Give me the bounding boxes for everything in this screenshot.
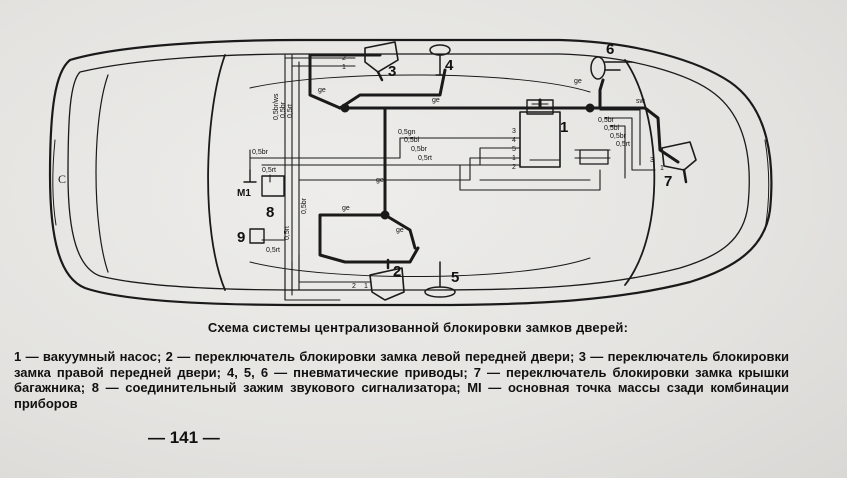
wire-label-br: 0,5br bbox=[610, 133, 627, 140]
component-number-6: 6 bbox=[606, 41, 614, 58]
switch-2-shape bbox=[369, 258, 405, 301]
wire-label-sw: sw bbox=[636, 98, 646, 105]
pin-label: 3 bbox=[512, 128, 516, 135]
pin-label: 3 bbox=[650, 157, 654, 164]
bumper-rear bbox=[764, 139, 770, 231]
component-number-2: 2 bbox=[393, 263, 401, 280]
roof-line bbox=[249, 74, 591, 93]
switch-3-shape bbox=[364, 41, 399, 82]
wire-label-br: 0,5br bbox=[301, 197, 308, 214]
vacuum-pump-box bbox=[519, 111, 561, 168]
wire-label-rt: 0,5rt bbox=[418, 155, 432, 162]
windshield-line bbox=[207, 54, 226, 291]
wire-label-ge: ge bbox=[396, 227, 404, 234]
actuator-4-shape bbox=[429, 44, 451, 76]
wire-label-gn: 0,5gn bbox=[398, 129, 416, 136]
component-number-5: 5 bbox=[451, 269, 459, 286]
wire-label-rt: 0,5rt bbox=[266, 247, 280, 254]
component-number-9: 9 bbox=[237, 229, 245, 246]
component-number-3: 3 bbox=[388, 63, 396, 80]
wire-label-br: 0,5br bbox=[411, 146, 428, 153]
bumper-front bbox=[52, 139, 57, 226]
roof-line-2 bbox=[249, 257, 591, 278]
wire-label-rt: 0,5rt bbox=[262, 167, 276, 174]
pin-label: 2 bbox=[352, 283, 356, 290]
pin-label: 1 bbox=[342, 64, 346, 71]
pin-label: 2 bbox=[342, 55, 346, 62]
front-marker: C bbox=[58, 172, 66, 186]
component-number-4: 4 bbox=[445, 57, 454, 74]
actuator-6-shape bbox=[590, 56, 633, 80]
wire-label-ge: ge bbox=[574, 78, 582, 85]
component-number-7: 7 bbox=[664, 173, 672, 190]
wire-label-ge: ge bbox=[342, 205, 350, 212]
ground-symbol bbox=[243, 169, 257, 183]
wire-label-br: 0,5br bbox=[280, 101, 287, 118]
pin-label: 1 bbox=[512, 155, 516, 162]
wire-label-bl: 0,5bl bbox=[604, 125, 620, 132]
rear-window-line bbox=[624, 59, 656, 286]
pin-label: 2 bbox=[512, 164, 516, 171]
pin-label: 5 bbox=[512, 146, 516, 153]
component-number-1: 1 bbox=[560, 119, 568, 136]
switch-7-shape bbox=[661, 141, 697, 184]
wire-label-br: 0,5br bbox=[598, 117, 615, 124]
caption-legend: 1 — вакуумный насос; 2 — переключатель б… bbox=[14, 349, 789, 411]
car-body-outline bbox=[48, 38, 773, 307]
connector-8-box bbox=[261, 175, 285, 197]
wire-label-ge: ge bbox=[318, 87, 326, 94]
wire-label-bl: 0,5bl bbox=[404, 137, 420, 144]
wire-label-ge: ge bbox=[376, 177, 384, 184]
component-number-8: 8 bbox=[266, 204, 274, 221]
buzzer-9-box bbox=[249, 228, 265, 244]
wire-label-rt: 0,5rt bbox=[616, 141, 630, 148]
pin-label: 4 bbox=[512, 137, 516, 144]
pin-label: 1 bbox=[660, 165, 664, 172]
actuator-5-shape bbox=[424, 261, 456, 298]
hood-line bbox=[95, 74, 109, 273]
car-inner-line bbox=[67, 53, 750, 291]
pin-label: 1 bbox=[364, 283, 368, 290]
ground-label: M1 bbox=[237, 188, 251, 199]
wire-label-rt: 0,5rt bbox=[284, 226, 291, 240]
wire-label-br: 0,5br bbox=[252, 149, 269, 156]
wire-label-rt: 0,5rt bbox=[287, 104, 294, 118]
trunk-connector bbox=[579, 149, 609, 165]
wire-label-ge: ge bbox=[432, 97, 440, 104]
caption-title: Схема системы централизованной блокировк… bbox=[207, 320, 629, 335]
page-number: — 141 — bbox=[148, 428, 220, 447]
lock-system-diagram: ge ge ge ge ge ge sw 0,5br/ws 0,5br 0,5r… bbox=[48, 38, 773, 307]
wire-label-br-ws: 0,5br/ws bbox=[273, 93, 280, 120]
